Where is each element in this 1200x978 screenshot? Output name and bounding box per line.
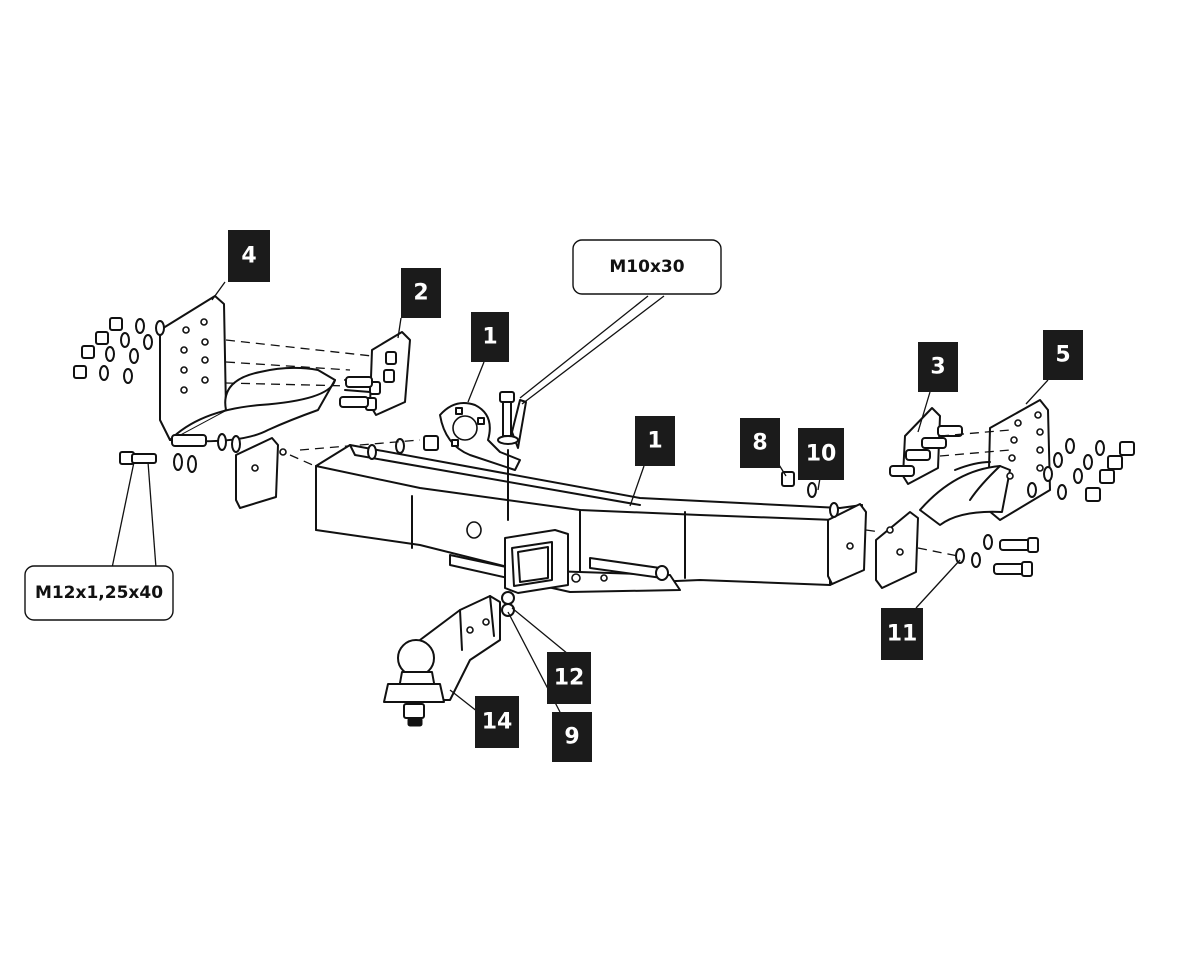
part-tag-9: 9 [552, 712, 592, 762]
callout-bolt-left: M12x1,25x40 [24, 565, 174, 621]
part-tag-4-label: 4 [241, 244, 256, 269]
part-tag-8-label: 8 [752, 431, 767, 456]
right-inner-plate [889, 407, 963, 485]
part-tag-8: 8 [740, 418, 780, 468]
main-cross-beam [315, 444, 863, 594]
part-tag-10: 10 [798, 428, 844, 480]
part-tag-14-label: 14 [482, 710, 513, 735]
callout-bolt-upper: M10x30 [572, 239, 722, 295]
left-bracket-nuts [73, 317, 165, 384]
part-tag-4: 4 [228, 230, 270, 282]
right-side-plate [827, 503, 1039, 589]
ball-mount [383, 591, 515, 727]
nut-and-washer [781, 471, 839, 518]
part-tag-9-label: 9 [564, 725, 579, 750]
part-tag-11-label: 11 [887, 622, 918, 647]
part-tag-11: 11 [881, 608, 923, 660]
callout-bolt-left-label: M12x1,25x40 [35, 583, 163, 603]
part-tag-1-beam-label: 1 [647, 429, 662, 454]
left-side-plate [119, 433, 287, 509]
part-tag-1-beam: 1 [635, 416, 675, 466]
part-tag-2: 2 [401, 268, 441, 318]
part-tag-5: 5 [1043, 330, 1083, 380]
left-alignment-lines [225, 339, 373, 467]
callout-bolt-upper-label: M10x30 [609, 257, 684, 277]
part-tag-5-label: 5 [1055, 343, 1070, 368]
part-tag-3-label: 3 [930, 355, 945, 380]
part-tag-10-label: 10 [806, 442, 837, 467]
part-tag-2-label: 2 [413, 281, 428, 306]
part-tag-12-label: 12 [554, 666, 585, 691]
right-bracket-nuts [1027, 438, 1135, 502]
part-tag-14: 14 [475, 696, 519, 748]
left-mounting-bracket [159, 295, 336, 443]
left-inner-plate [339, 331, 411, 416]
socket-bracket [439, 391, 527, 521]
beam-left-fasteners [299, 435, 439, 460]
part-tag-1-socket-label: 1 [482, 325, 497, 350]
part-tag-12: 12 [547, 652, 591, 704]
part-tag-3: 3 [918, 342, 958, 392]
part-tag-1-socket: 1 [471, 312, 509, 362]
